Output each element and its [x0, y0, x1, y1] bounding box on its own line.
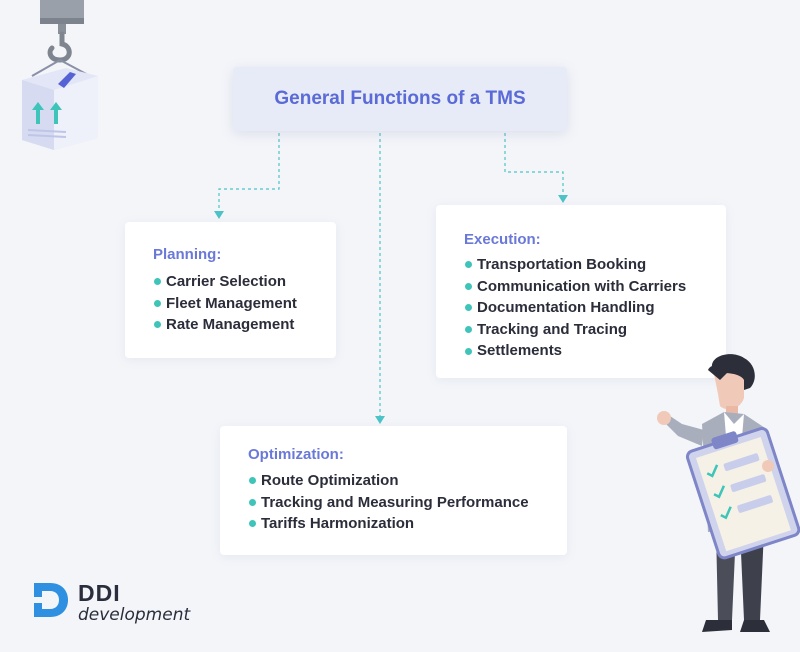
optimization-box [220, 426, 567, 555]
bullet-icon [154, 299, 161, 307]
list-item: Fleet Management [154, 293, 297, 315]
execution-heading: Execution: [464, 231, 541, 248]
list-item: Tracking and Tracing [465, 319, 686, 341]
list-item: Transportation Booking [465, 254, 686, 276]
title-box: General Functions of a TMS [233, 67, 567, 131]
list-item: Rate Management [154, 314, 297, 336]
bullet-icon [154, 321, 161, 329]
planning-box [125, 222, 336, 358]
bullet-icon [249, 498, 256, 506]
bullet-icon [465, 326, 472, 334]
bullet-icon [465, 304, 472, 312]
list-item: Carrier Selection [154, 271, 297, 293]
optimization-heading: Optimization: [248, 446, 344, 463]
bullet-icon [465, 347, 472, 355]
list-item: Route Optimization [249, 470, 529, 492]
bullet-icon [465, 261, 472, 269]
arrowhead-planning [214, 211, 224, 219]
list-item: Documentation Handling [465, 297, 686, 319]
planning-heading: Planning: [153, 246, 222, 263]
optimization-list: Route Optimization Tracking and Measurin… [249, 470, 529, 535]
list-item: Tracking and Measuring Performance [249, 492, 529, 514]
connector-to-execution [504, 133, 564, 196]
ddi-logo-icon [34, 583, 68, 617]
arrowhead-optimization [375, 416, 385, 424]
arrowhead-execution [558, 195, 568, 203]
execution-box [436, 205, 726, 378]
connector-to-planning [218, 133, 280, 212]
bullet-icon [154, 278, 161, 286]
diagram-title: General Functions of a TMS [274, 88, 526, 109]
person-clipboard-illustration [657, 354, 800, 632]
bullet-icon [249, 477, 256, 485]
planning-list: Carrier Selection Fleet Management Rate … [154, 271, 297, 336]
list-item: Tariffs Harmonization [249, 513, 529, 535]
list-item: Settlements [465, 340, 686, 362]
logo-name: DDI [78, 580, 121, 606]
list-item: Communication with Carriers [465, 276, 686, 298]
bullet-icon [249, 520, 256, 528]
crane-hook-box-icon [22, 0, 98, 150]
logo-subtitle: development [78, 605, 191, 625]
bullet-icon [465, 282, 472, 290]
execution-list: Transportation Booking Communication wit… [465, 254, 686, 362]
